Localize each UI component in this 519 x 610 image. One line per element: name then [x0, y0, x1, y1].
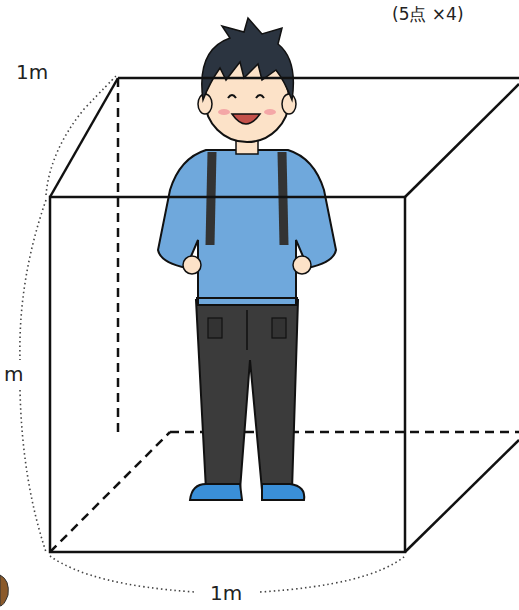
dimension-label: 1m	[208, 583, 244, 603]
score-note: (5点 ×4)	[390, 6, 466, 23]
boy	[158, 18, 336, 500]
dimension-label: 1m	[14, 62, 50, 82]
dimension-label: m	[2, 364, 25, 384]
